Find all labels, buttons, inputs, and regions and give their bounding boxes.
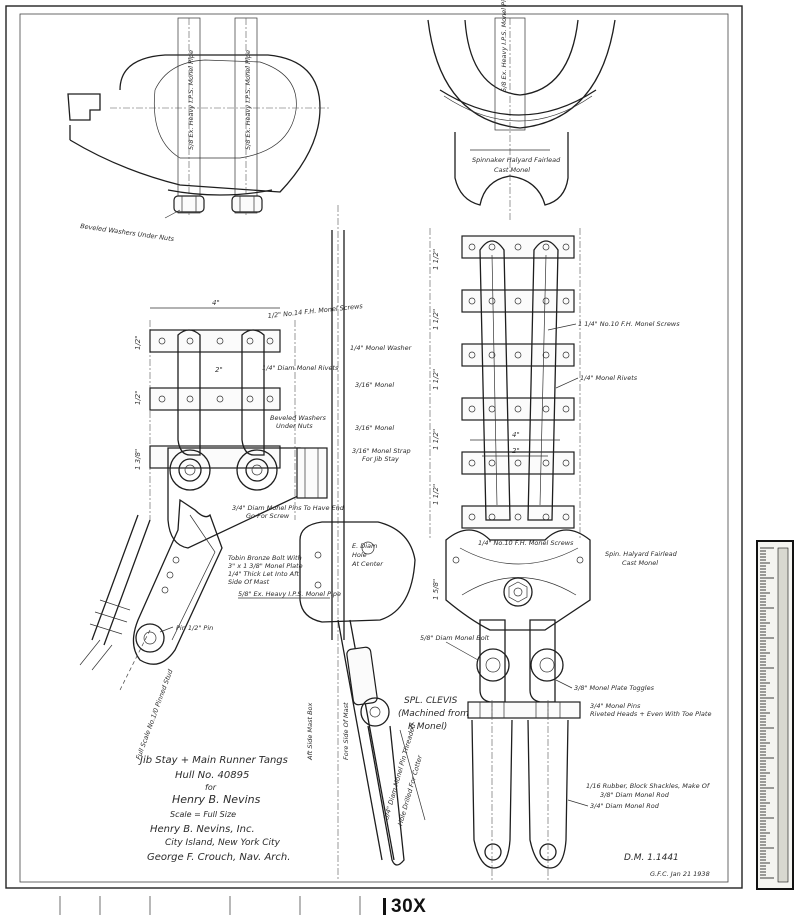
- svg-text:1 1/2": 1 1/2": [432, 429, 440, 450]
- title-line-4: Henry B. Nevins: [172, 793, 261, 806]
- monel-strap-note: 3/16" Monel Strap For Jib Stay: [352, 447, 413, 463]
- monel-plate-toggles-note: 3/8" Monel Plate Toggles: [574, 684, 655, 692]
- monel-bolt-note: 5/8" Diam Monel Bolt: [420, 634, 490, 642]
- svg-text:1/2": 1/2": [134, 391, 142, 406]
- svg-text:4": 4": [212, 299, 220, 307]
- sheet-stamp: 30X: [383, 897, 426, 916]
- svg-text:4": 4": [512, 431, 520, 439]
- pipe-label-2: 5/8 Ex. Heavy I.P.S. Monel Pipe: [244, 50, 252, 150]
- outer-border: [5, 5, 743, 889]
- spin-fairlead-note-right: Spin. Halyard Fairlead Cast Monel: [605, 550, 679, 567]
- measuring-ruler: [756, 540, 794, 890]
- pin-note: Pin 1/2" Pin: [176, 624, 213, 632]
- left-tang-assembly: 4" Pin 1/2" Pin 1/2" No.14 F.H. M: [79, 299, 364, 761]
- aft-note-left: Full Scale No.1/0 Pinned Stud: [134, 668, 174, 761]
- top-left-section: 5/8 Ex. Heavy I.P.S. Monel Pipe 5/8 Ex. …: [67, 17, 330, 243]
- right-tang-assembly: 4" 2" 1 1/2" 1 1/2" 1 1/2" 1 1/2" 1 1/2"…: [420, 228, 711, 880]
- svg-text:1/2": 1/2": [134, 336, 142, 351]
- drawing-date: G.F.C. Jan 21 1938: [650, 870, 710, 878]
- monel-rivets-left-note: 1/4" Diam Monel Rivets: [262, 364, 339, 372]
- tobin-bolt-note: Tobin Bronze Bolt With 3" x 1 3/8" Monel…: [228, 554, 305, 586]
- title-line-1: Jib Stay + Main Runner Tangs: [138, 755, 288, 766]
- svg-text:1 5/8": 1 5/8": [432, 579, 440, 600]
- spl-clevis-note: SPL. CLEVIS (Machined from K Monel): [398, 696, 472, 732]
- title-line-2: Hull No. 40895: [175, 770, 249, 781]
- svg-text:2": 2": [512, 447, 520, 455]
- small-screws-note: 1/4" No.10 F.H. Monel Screws: [478, 539, 574, 547]
- drawing-number: D.M. 1.1441: [624, 853, 679, 863]
- bottom-ticks: [59, 896, 361, 915]
- ruler-graduations: [760, 547, 789, 883]
- svg-text:1 1/2": 1 1/2": [432, 369, 440, 390]
- title-line-8: George F. Crouch, Nav. Arch.: [147, 852, 290, 863]
- bolt-circle-label: E. Diam Hole At Center: [351, 542, 384, 568]
- svg-text:1 1/2": 1 1/2": [432, 249, 440, 270]
- title-line-3: for: [205, 783, 217, 792]
- title-line-7: City Island, New York City: [165, 838, 281, 848]
- monel-screws-right-note: 1 1/4" No.10 F.H. Monel Screws: [578, 320, 680, 328]
- monel-rod-note: 3/4" Diam Monel Rod: [590, 802, 660, 810]
- inner-border: [19, 13, 729, 883]
- monel-pins-riveted-note: 3/4" Monel Pins Riveted Heads + Even Wit…: [590, 702, 711, 718]
- svg-text:1 1/2": 1 1/2": [432, 484, 440, 505]
- top-right-section: 5/8 Ex. Heavy I.P.S. Monel Pipe Spinnake…: [427, 0, 616, 220]
- lead-washers-note: 1/16 Rubber, Block Shackles, Make Of 3/8…: [586, 782, 711, 799]
- svg-text:2": 2": [215, 366, 223, 374]
- monel-note-2: 3/16" Monel: [355, 424, 394, 432]
- title-line-6: Henry B. Nevins, Inc.: [150, 824, 255, 835]
- svg-text:1 3/8": 1 3/8": [134, 449, 142, 470]
- monel-washer-note: 1/4" Monel Washer: [350, 344, 413, 352]
- beveled-washers-note-top: Beveled Washers Under Nuts: [80, 222, 175, 243]
- title-line-5: Scale = Full Size: [170, 810, 236, 819]
- ips-pipe-note: 5/8" Ex. Heavy I.P.S. Monel Pipe: [238, 590, 341, 598]
- aft-side-note: Aft Side Mast Box: [306, 702, 314, 761]
- monel-rivets-right-note: 1/4" Monel Rivets: [580, 374, 638, 382]
- fore-side-note: Fore Side Of Mast: [342, 702, 350, 760]
- pipe-label-1: 5/8 Ex. Heavy I.P.S. Monel Pipe: [187, 50, 195, 150]
- beveled-washers-note-left: Beveled Washers Under Nuts: [270, 414, 328, 430]
- svg-text:1 1/2": 1 1/2": [432, 309, 440, 330]
- title-block: Jib Stay + Main Runner Tangs Hull No. 40…: [138, 755, 710, 878]
- monel-screws-left-note: 1/2" No.14 F.H. Monel Screws: [267, 302, 363, 320]
- monel-note-1: 3/16" Monel: [355, 381, 394, 389]
- top-pipe-label: 5/8 Ex. Heavy I.P.S. Monel Pipe: [500, 0, 508, 92]
- monel-pins-note: 3/4" Diam Monel Pins To Have End Go For …: [232, 504, 346, 520]
- spinnaker-fairlead-note-top: Spinnaker Halyard Fairlead Cast Monel: [472, 156, 562, 174]
